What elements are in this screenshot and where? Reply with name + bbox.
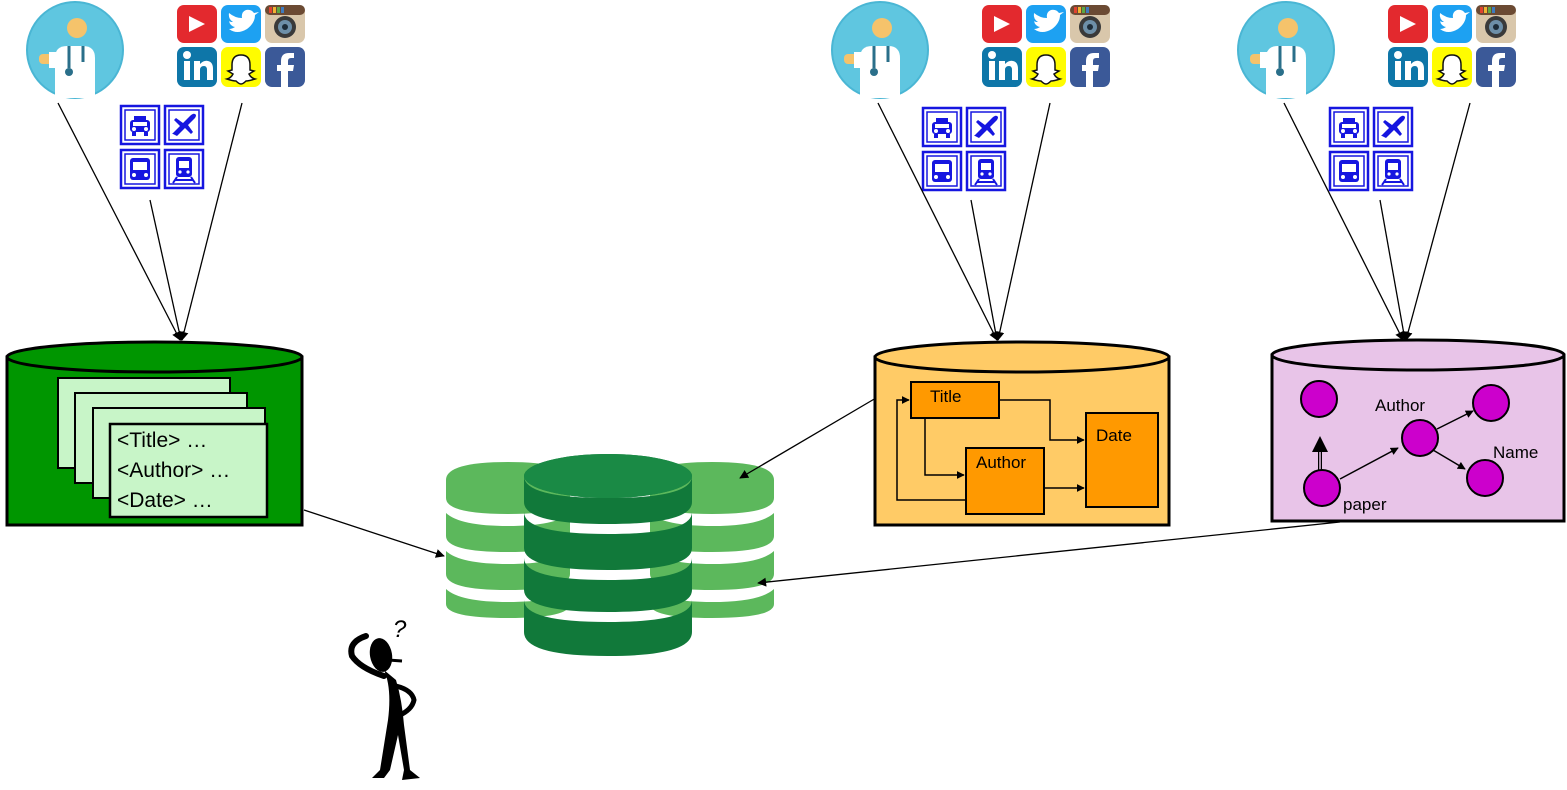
- table-title-label: Title: [930, 387, 962, 406]
- transport-icons: [1328, 106, 1414, 192]
- graph-label-paper: paper: [1343, 495, 1387, 514]
- social-media-icons: [1387, 4, 1517, 88]
- table-title-box: [910, 381, 1000, 419]
- doctor-icon: [1236, 0, 1336, 100]
- source-cluster-3: [1236, 0, 1517, 341]
- graph-node-paper: [1303, 469, 1341, 507]
- transport-icons: [921, 106, 1007, 192]
- social-media-icons: [981, 4, 1111, 88]
- graph-label-name: Name: [1493, 443, 1538, 462]
- doctor-icon: [830, 0, 930, 100]
- graph-store: Author Name paper: [1270, 338, 1566, 523]
- social-media-icons: [176, 4, 306, 88]
- integrated-database-icon: [446, 454, 774, 656]
- table-date-box: [1085, 412, 1159, 508]
- graph-node-name: [1466, 459, 1504, 497]
- transport-icons: [119, 104, 205, 190]
- graph-node: [1472, 384, 1510, 422]
- source-cluster-2: [830, 0, 1111, 341]
- document-line-author: <Author> …: [117, 459, 230, 482]
- graph-node-author: [1401, 419, 1439, 457]
- arrow-documents-to-db: [303, 509, 445, 558]
- relational-store: Title Author Date: [873, 340, 1171, 527]
- arrow-relational-to-db: [739, 397, 877, 479]
- doctor-icon: [25, 0, 125, 100]
- document-line-title: <Title> …: [117, 429, 207, 452]
- arrow-graph-to-db: [757, 521, 1341, 587]
- table-author-label: Author: [976, 453, 1026, 472]
- question-mark: ?: [393, 616, 407, 643]
- source-cluster-1: [25, 0, 306, 341]
- document-store: <Title> … <Author> … <Date> …: [5, 340, 304, 527]
- table-date-label: Date: [1096, 426, 1132, 445]
- document-line-date: <Date> …: [117, 489, 213, 512]
- graph-node: [1300, 380, 1338, 418]
- table-author-box: [965, 447, 1045, 515]
- graph-label-author: Author: [1375, 396, 1425, 415]
- confused-person-icon: ?: [348, 616, 420, 780]
